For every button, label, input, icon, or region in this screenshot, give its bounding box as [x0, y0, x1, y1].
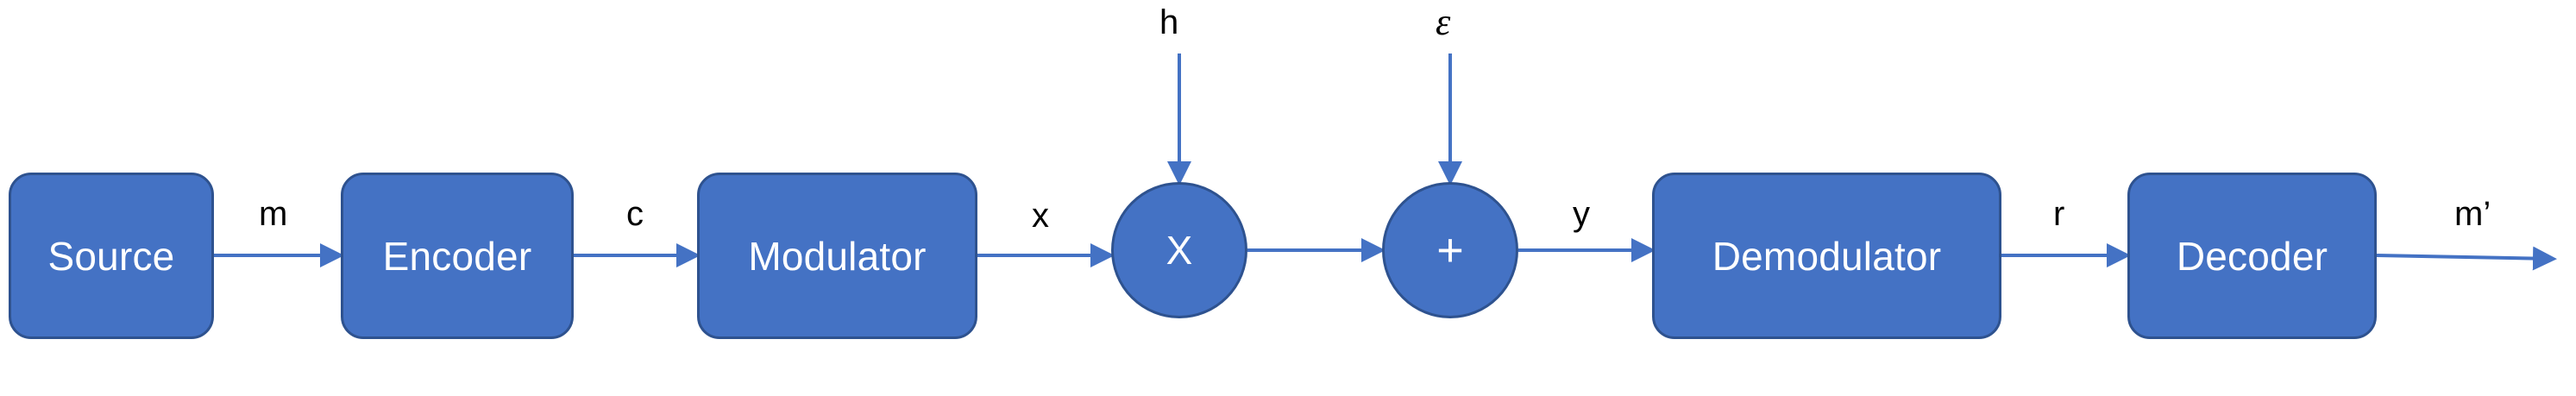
- signal-label-m: m: [259, 195, 288, 233]
- block-decoder[interactable]: Decoder: [2127, 173, 2377, 339]
- block-demodulator-label: Demodulator: [1712, 233, 1942, 279]
- block-demodulator[interactable]: Demodulator: [1652, 173, 2001, 339]
- block-decoder-label: Decoder: [2176, 233, 2328, 279]
- block-modulator[interactable]: Modulator: [697, 173, 977, 339]
- signal-label-x: x: [1032, 197, 1049, 235]
- block-encoder-label: Encoder: [382, 233, 532, 279]
- block-modulator-label: Modulator: [748, 233, 927, 279]
- block-encoder[interactable]: Encoder: [341, 173, 574, 339]
- block-source-label: Source: [47, 233, 175, 279]
- signal-label-epsilon: ε: [1436, 1, 1451, 43]
- signal-label-r: r: [2053, 195, 2065, 233]
- signal-label-h: h: [1159, 3, 1179, 41]
- signal-label-y: y: [1573, 195, 1590, 233]
- signal-label-c: c: [626, 195, 644, 233]
- operator-multiplier-label: X: [1165, 228, 1193, 273]
- block-source[interactable]: Source: [9, 173, 214, 339]
- operator-multiplier[interactable]: X: [1111, 182, 1247, 318]
- operator-adder[interactable]: +: [1382, 182, 1518, 318]
- signal-label-m-prime: m’: [2454, 195, 2491, 233]
- operator-adder-label: +: [1436, 224, 1464, 276]
- connector-decoder-to-output: [2376, 246, 2557, 271]
